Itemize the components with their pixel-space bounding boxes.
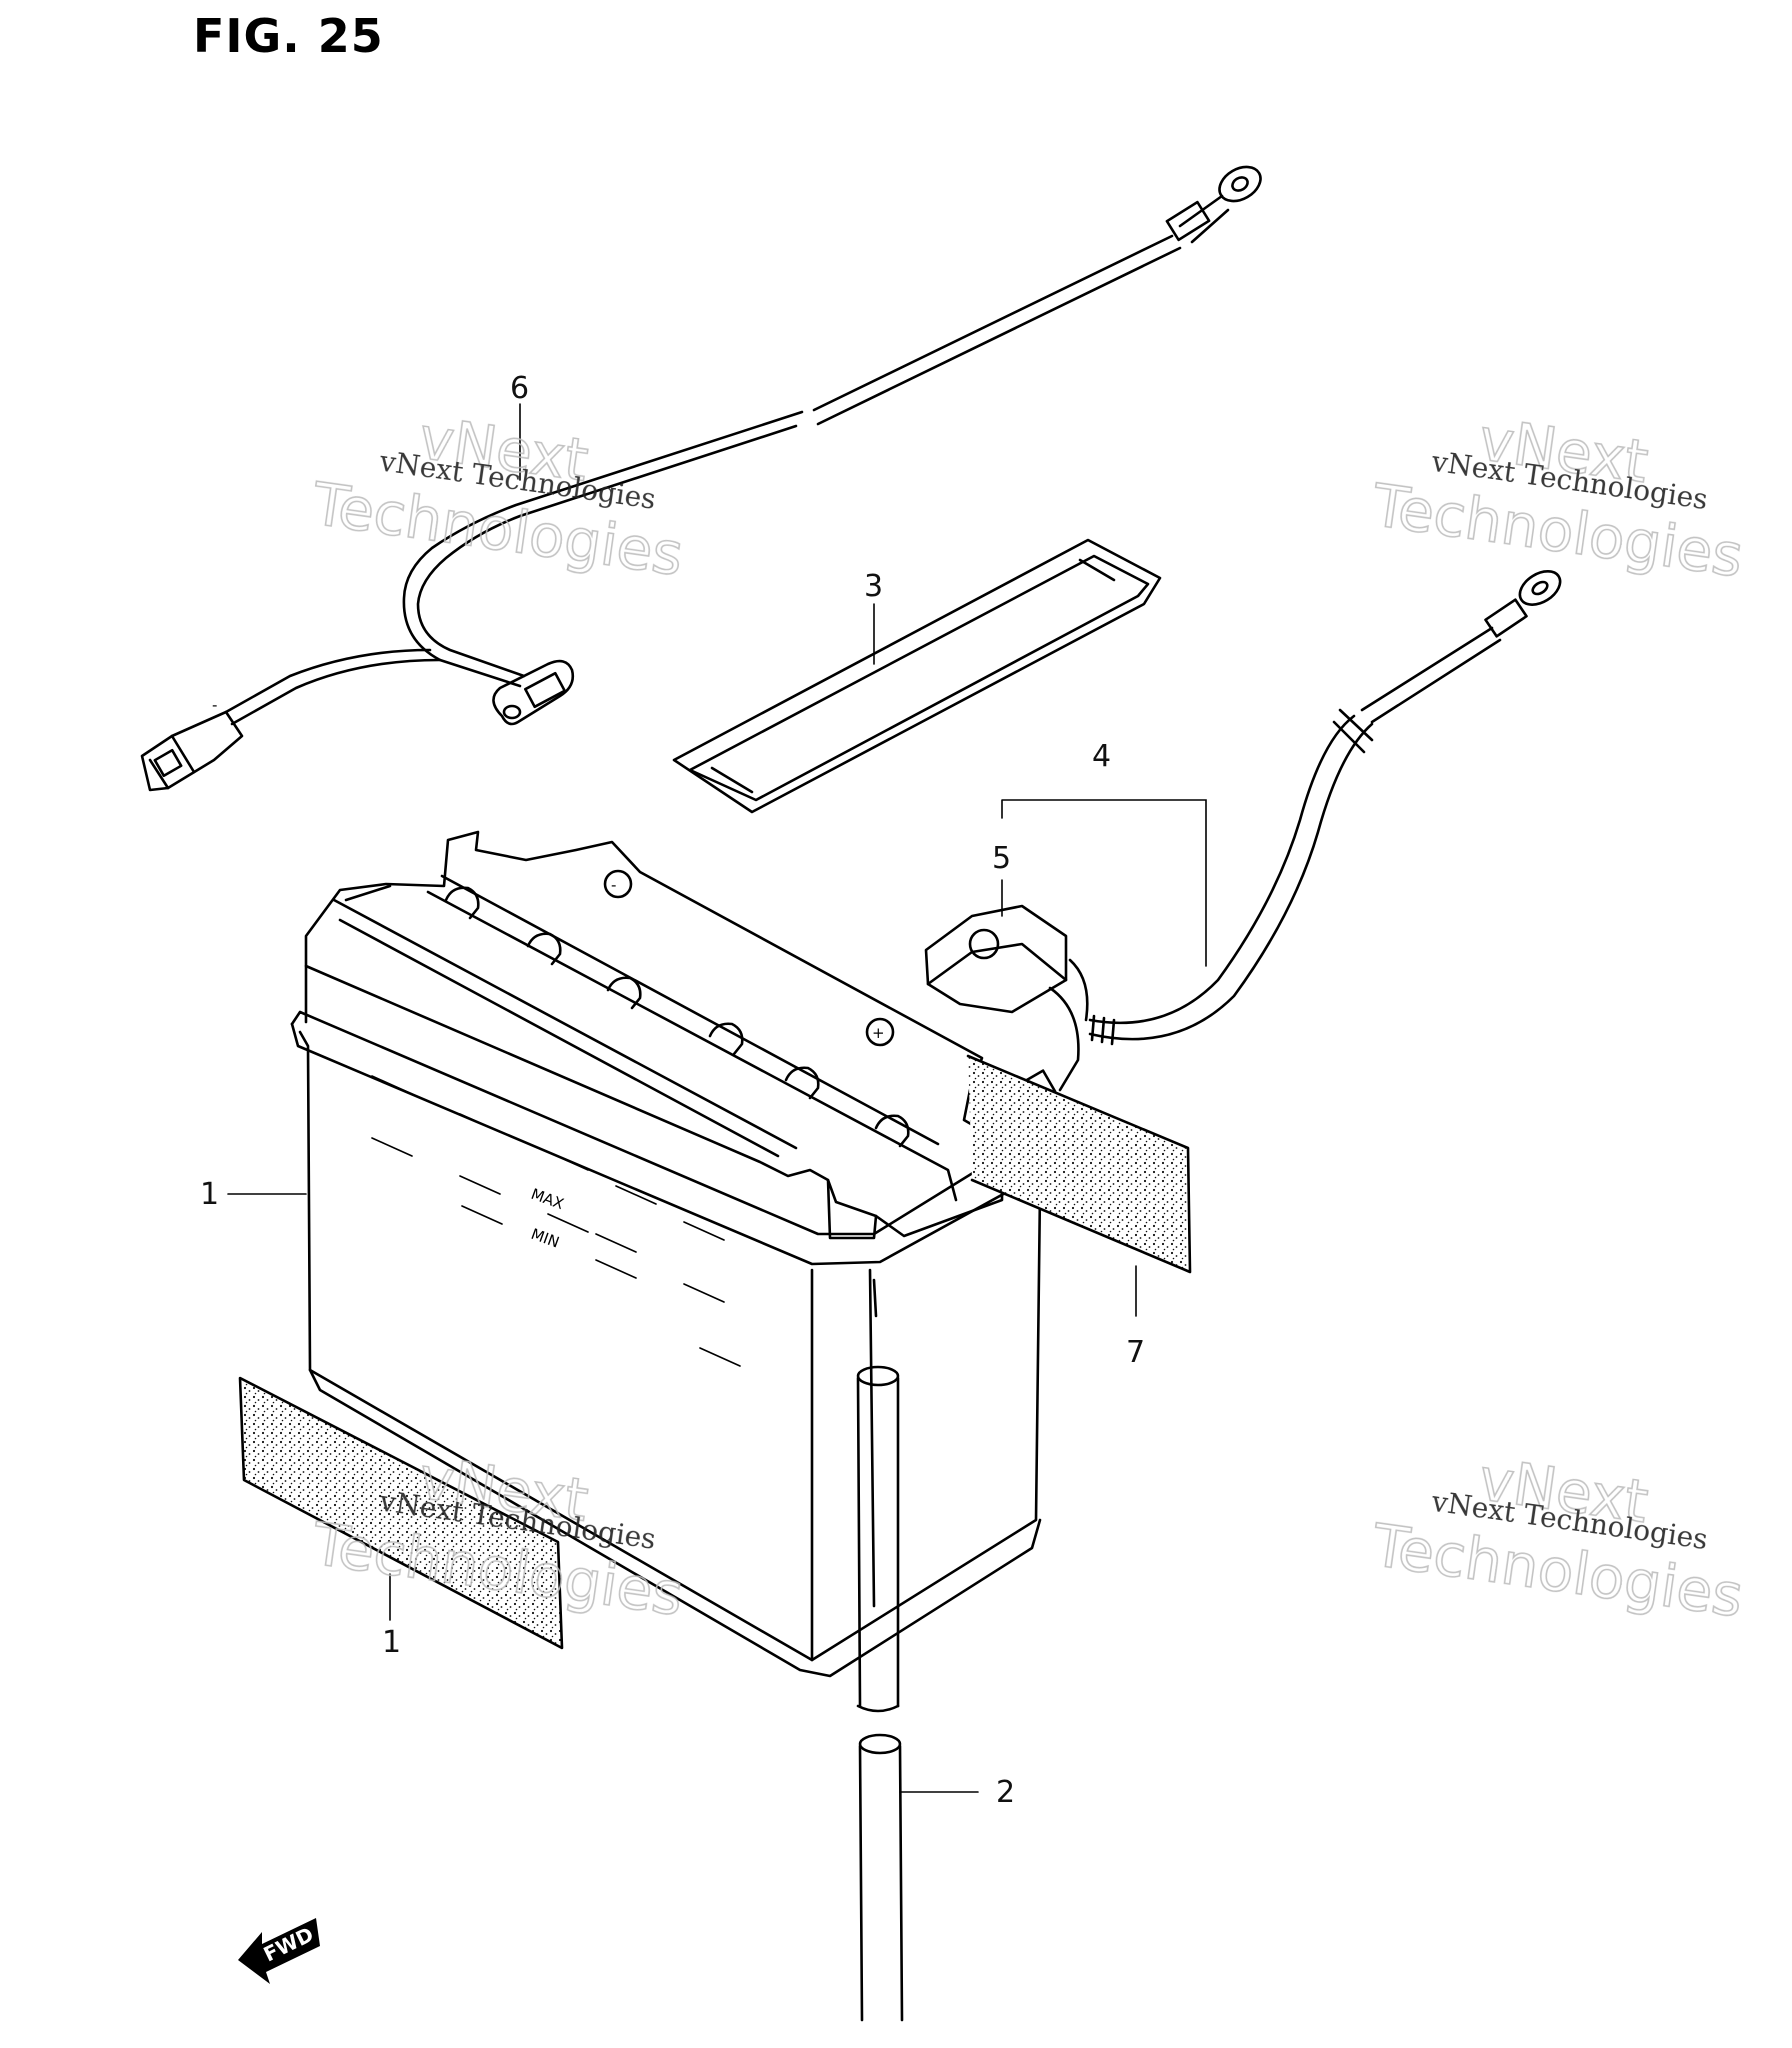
fwd-arrow-icon: FWD bbox=[238, 1918, 320, 1984]
battery-min-label: MIN bbox=[529, 1225, 562, 1252]
svg-text:-: - bbox=[611, 876, 616, 894]
callout-4: 4 bbox=[1092, 739, 1111, 774]
cushion-pad-lower bbox=[238, 1376, 564, 1650]
callout-6: 6 bbox=[510, 371, 529, 406]
svg-text:+: + bbox=[872, 1024, 885, 1042]
callout-3: 3 bbox=[864, 569, 883, 604]
terminal-cover bbox=[924, 904, 1089, 1115]
negative-cable: - bbox=[140, 165, 1262, 792]
callout-2: 2 bbox=[996, 1775, 1015, 1810]
callout-5: 5 bbox=[992, 841, 1011, 876]
watermark: vNext Technologies vNext Technologies vN… bbox=[307, 403, 1748, 1631]
battery-max-label: MAX bbox=[529, 1185, 567, 1213]
positive-cable bbox=[1088, 570, 1562, 1046]
svg-text:-: - bbox=[212, 696, 217, 714]
figure-title: FIG. 25 bbox=[193, 9, 384, 63]
cushion-pad bbox=[966, 1054, 1192, 1274]
callout-1: 1 bbox=[200, 1177, 219, 1212]
breather-hose bbox=[856, 1278, 904, 2022]
battery-band bbox=[672, 538, 1162, 814]
callout-7: 7 bbox=[1126, 1335, 1145, 1370]
callout-1-lower: 1 bbox=[382, 1625, 401, 1660]
callouts: 1 1 2 3 4 5 6 7 bbox=[200, 371, 1207, 1810]
